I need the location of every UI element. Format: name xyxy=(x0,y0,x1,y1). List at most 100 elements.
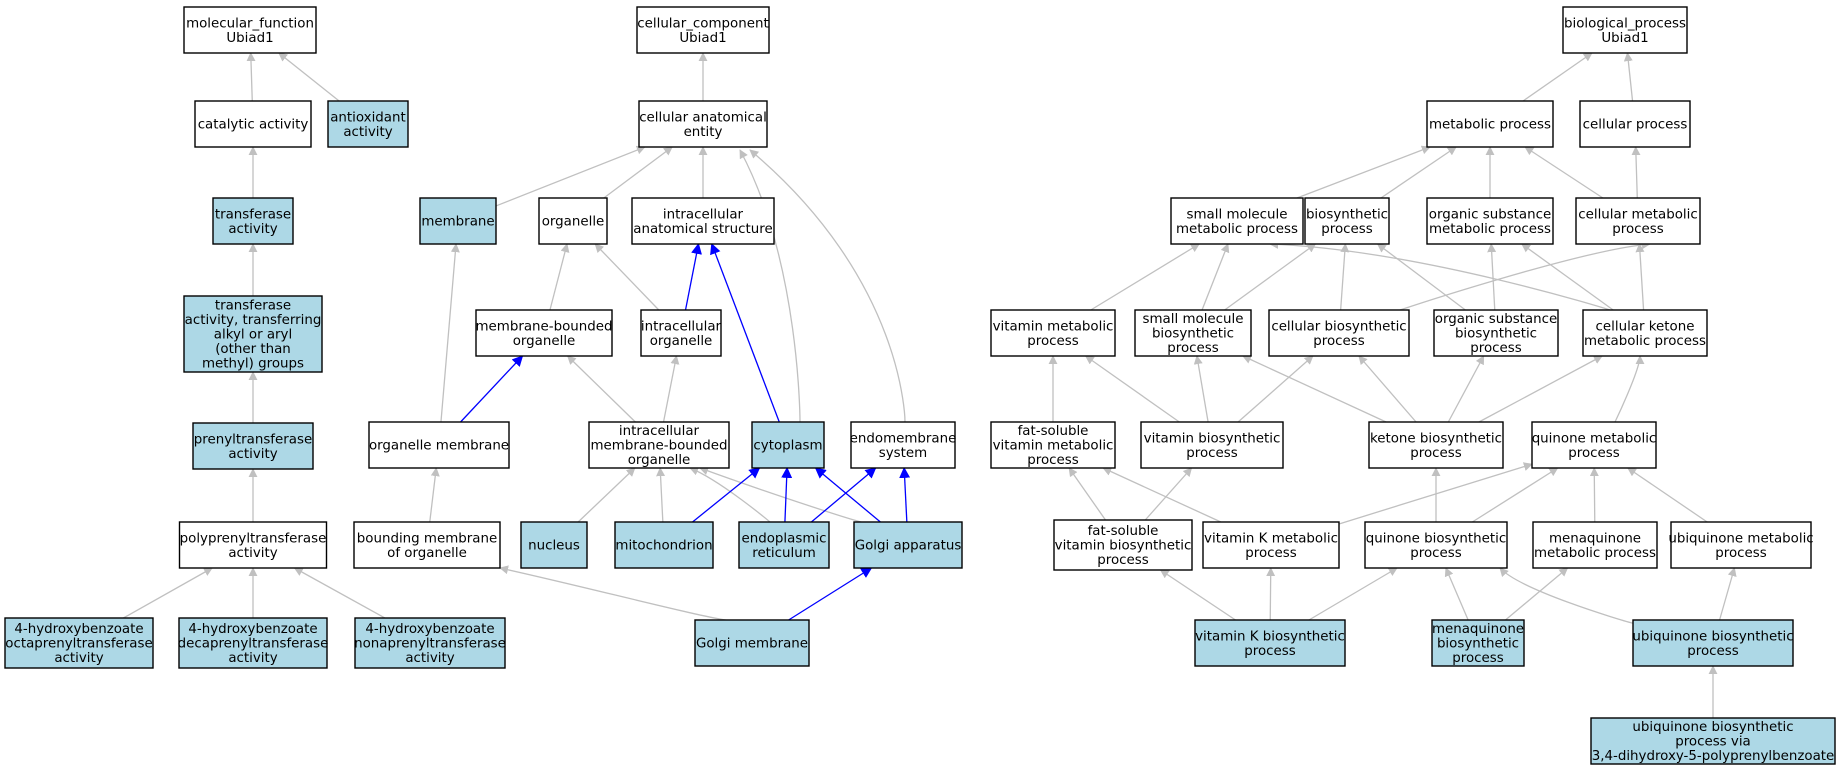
node-box xyxy=(178,521,328,569)
go-term-membrane[interactable]: membrane xyxy=(419,197,497,245)
go-term-cellular_proc[interactable]: cellular process xyxy=(1579,100,1691,148)
edge-line xyxy=(1521,243,1614,311)
edge-biosyn-to-metabolic xyxy=(1380,146,1457,199)
edge-line xyxy=(1296,145,1431,199)
edge-er-to-cytoplasm xyxy=(781,466,793,523)
edge-line xyxy=(278,52,340,102)
node-label-line: biosynthetic xyxy=(1437,637,1519,652)
node-label-line: metabolic process xyxy=(1534,546,1656,561)
edge-mqbp-to-qbp xyxy=(1444,567,1469,621)
edge-line xyxy=(1447,355,1485,423)
node-box xyxy=(1426,197,1554,245)
node-label-line: biosynthetic xyxy=(1152,327,1234,342)
node-box xyxy=(640,309,722,357)
edge-bmo-to-om xyxy=(429,467,440,523)
go-term-octaprenyl[interactable]: 4-hydroxybenzoateoctaprenyltransferaseac… xyxy=(4,617,154,669)
go-term-golgi[interactable]: Golgi apparatus xyxy=(853,521,963,569)
go-term-om[interactable]: organelle membrane xyxy=(368,421,510,469)
go-term-metabolic[interactable]: metabolic process xyxy=(1426,100,1554,148)
go-term-decaprenyl[interactable]: 4-hydroxybenzoatedecaprenyltransferaseac… xyxy=(178,617,329,669)
node-box xyxy=(1670,521,1812,569)
edge-line xyxy=(246,52,256,102)
node-label-line: organelle xyxy=(628,453,691,468)
node-label-line: catalytic activity xyxy=(198,118,309,133)
node-box xyxy=(1202,521,1340,569)
node-label-line: biosynthetic xyxy=(1455,327,1537,342)
node-label-line: prenyltransferase xyxy=(194,432,312,447)
node-label-line: intracellular xyxy=(663,207,744,222)
node-label-line: process xyxy=(1470,341,1521,356)
node-label-line: of organelle xyxy=(387,546,467,561)
edge-line xyxy=(1524,146,1604,199)
node-label-line: activity, transferring xyxy=(185,313,322,328)
go-term-golgi_mem[interactable]: Golgi membrane xyxy=(694,619,810,667)
go-term-nonaprenyl[interactable]: 4-hydroxybenzoatenonaprenyltransferaseac… xyxy=(354,617,506,669)
edge-line xyxy=(1084,355,1180,423)
go-term-catalytic[interactable]: catalytic activity xyxy=(194,100,312,148)
edge-endomembrane-to-cae xyxy=(749,149,906,423)
node-box xyxy=(354,617,506,669)
edge-imbo-to-mbo xyxy=(566,355,636,423)
node-label-line: 4-hydroxybenzoate xyxy=(14,622,143,637)
go-term-cytoplasm[interactable]: cytoplasm xyxy=(751,421,825,469)
node-box xyxy=(368,421,510,469)
node-label-line: Ubiad1 xyxy=(679,31,726,46)
node-label-line: alkyl or aryl xyxy=(214,328,292,343)
go-term-nucleus[interactable]: nucleus xyxy=(520,521,588,569)
node-label-line: metabolic process xyxy=(1429,222,1551,237)
edge-line xyxy=(1478,355,1603,423)
edge-line xyxy=(1090,243,1200,311)
edge-ckmp-to-osmp xyxy=(1521,243,1614,311)
edge-kbp-to-ckmp xyxy=(1478,355,1603,423)
edge-octaprenyl-to-polyprenyltransferase xyxy=(123,567,213,619)
node-label-line: process xyxy=(1167,341,1218,356)
go-term-mito[interactable]: mitochondrion xyxy=(614,521,714,569)
edge-line xyxy=(749,149,906,423)
node-label-line: system xyxy=(879,446,927,461)
edge-line xyxy=(499,565,738,622)
node-label-line: membrane xyxy=(421,215,494,230)
go-term-organelle[interactable]: organelle xyxy=(538,197,608,245)
node-label-line: nonaprenyltransferase xyxy=(354,637,506,652)
edge-mbo-to-organelle xyxy=(549,243,570,311)
node-label-line: cellular metabolic xyxy=(1578,207,1697,222)
